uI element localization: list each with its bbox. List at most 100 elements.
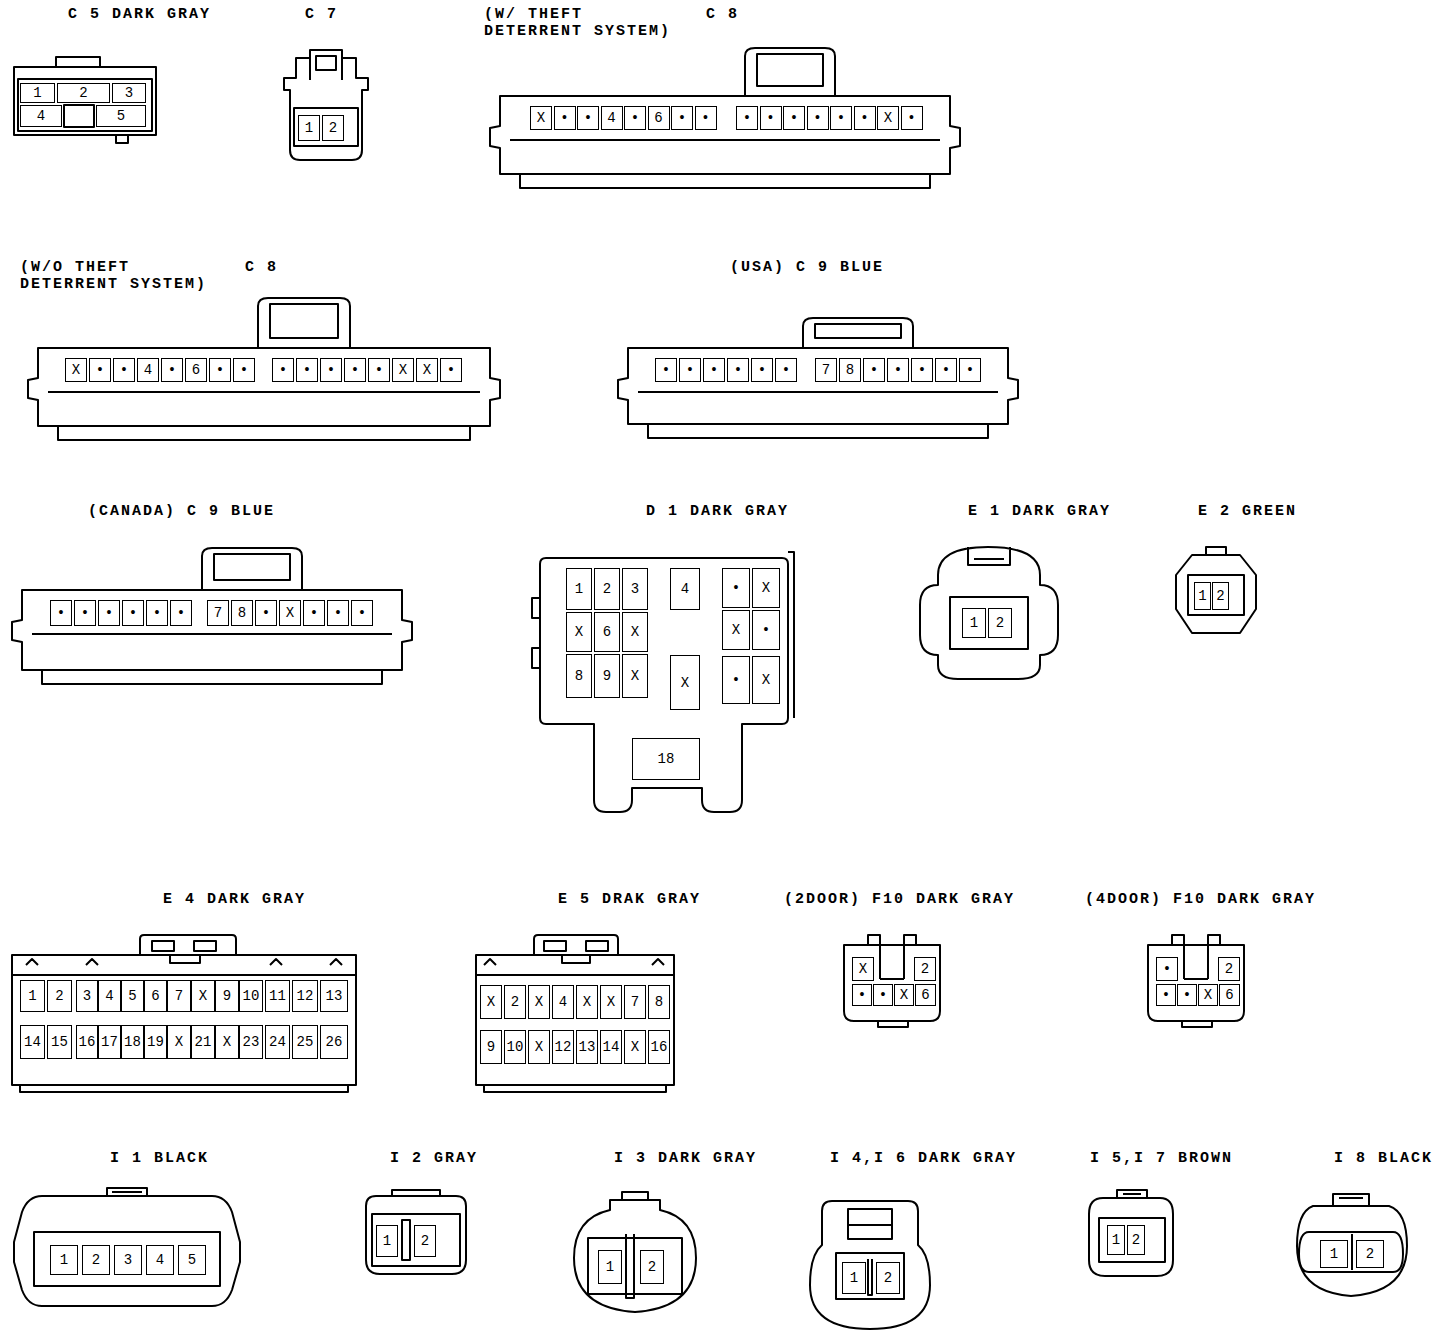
terminal-cavity: 5 [96,105,146,127]
terminal-cavity: 8 [839,358,861,382]
terminal-cavity: 1 [962,608,986,638]
pin-number: • [743,111,751,125]
terminal-cavity: 4 [20,105,62,127]
pin-number: • [560,111,568,125]
connector-heading: I 2 GRAY [390,1150,478,1167]
housing-outline [1148,935,1244,1027]
terminal-cavity: 1 [1194,582,1211,610]
pin-number: • [860,111,868,125]
terminal-cavity: 2 [1127,1225,1145,1255]
terminal-cavity: • [327,600,349,626]
terminal-cavity: X [877,106,899,130]
terminal-cavity: X [600,985,622,1019]
pin-number: 2 [1225,962,1233,976]
terminal-cavity: 4 [146,1245,174,1275]
terminal-cavity: • [807,106,829,130]
terminal-cavity: 8 [231,600,253,626]
pin-number: 17 [101,1035,118,1049]
terminal-cavity: 5 [121,980,144,1012]
pin-number: • [701,111,709,125]
connector-outline [1142,935,1250,1027]
pin-number: • [120,363,128,377]
pin-number: 1 [383,1234,391,1248]
connector-housing: I 5,I 7 BROWN12 [1085,1190,1178,1282]
connector-heading: E 1 DARK GRAY [968,503,1111,520]
connector-housing: (4DOOR) F10 DARK GRAY•2••X6 [1142,935,1250,1027]
connector-outline [1293,1192,1410,1300]
terminal-cavity: 21 [191,1025,215,1059]
pin-number: • [1162,988,1170,1002]
terminal-cavity: • [344,358,366,382]
terminal-cavity: 5 [178,1245,206,1275]
connector-outline [280,50,372,162]
terminal-cavity: 13 [320,980,348,1012]
pin-number: • [1163,962,1171,976]
terminal-cavity: X [480,985,502,1019]
terminal-cavity: • [830,106,852,130]
pin-number: 6 [1225,988,1233,1002]
terminal-cavity: 4 [552,985,574,1019]
terminal-cavity: X [576,985,598,1019]
terminal-cavity: 12 [292,980,318,1012]
pin-number: • [216,363,224,377]
pin-number: 2 [511,995,519,1009]
pin-number: • [879,988,887,1002]
terminal-cavity: • [752,610,780,650]
housing-outline [28,298,500,440]
terminal-cavity: X [670,655,700,710]
pin-number: 2 [648,1260,656,1274]
terminal-cavity: • [873,984,893,1006]
pin-number: 2 [603,582,611,596]
terminal-cavity: 7 [624,985,646,1019]
pin-number: • [262,606,270,620]
connector-heading: C 5 DARK GRAY [68,6,211,23]
connector-heading: I 4,I 6 DARK GRAY [830,1150,1017,1167]
terminal-cavity: 1 [50,1245,78,1275]
pin-number: 2 [421,1234,429,1248]
pin-number: 9 [603,669,611,683]
connector-heading: (W/ THEFT DETERRENT SYSTEM) [484,6,676,40]
terminal-cavity: 10 [239,980,263,1012]
connector-housing: (W/O THEFT DETERRENT SYSTEM)C 8X••4•6•••… [28,298,500,440]
terminal-cavity: 6 [915,984,936,1006]
terminal-cavity: • [775,358,797,382]
pin-number: 4 [37,109,45,123]
pin-number: • [334,606,342,620]
terminal-cavity: • [727,358,749,382]
terminal-cavity: 14 [600,1030,622,1064]
connector-heading: I 8 BLACK [1334,1150,1433,1167]
terminal-cavity: 3 [76,980,98,1012]
connector-heading: C 8 [706,6,739,23]
terminal-cavity: 6 [594,612,620,652]
terminal-cavity: X [622,612,648,652]
terminal-cavity: 2 [47,980,72,1012]
terminal-cavity: 26 [320,1025,348,1059]
pin-number: 23 [243,1035,260,1049]
pin-number: • [327,363,335,377]
pin-number: 7 [631,995,639,1009]
pin-number: 1 [1330,1247,1338,1261]
terminal-cavity: • [113,358,135,382]
terminal-cavity: 2 [1218,957,1240,981]
pin-number: X [175,1035,183,1049]
pin-number: • [782,363,790,377]
housing-outline [810,1201,930,1329]
terminal-cavity: 3 [114,1245,142,1275]
terminal-cavity: 1 [20,980,45,1012]
pin-number: 4 [144,363,152,377]
connector-heading: E 5 DRAK GRAY [558,891,701,908]
pin-number: X [859,962,867,976]
pin-number: • [279,363,287,377]
pin-number: 24 [269,1035,286,1049]
pin-number: X [631,1040,639,1054]
terminal-cavity: 2 [988,608,1012,638]
terminal-cavity: • [351,600,373,626]
pin-number: 25 [297,1035,314,1049]
pin-number: 4 [105,989,113,1003]
terminal-cavity: 10 [504,1030,526,1064]
terminal-cavity: X [624,1030,646,1064]
terminal-cavity: 2 [1356,1240,1384,1268]
pin-number: • [57,606,65,620]
pin-number: • [96,363,104,377]
pin-number: • [631,111,639,125]
